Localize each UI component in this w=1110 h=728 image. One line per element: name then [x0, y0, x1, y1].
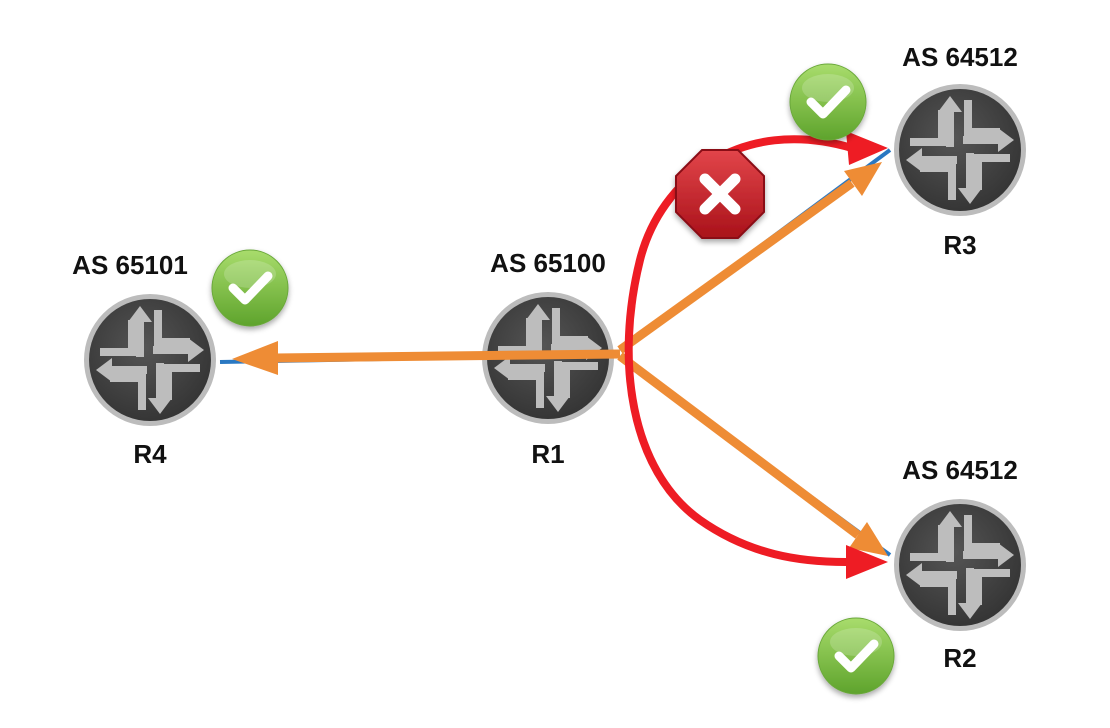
- stop-x-icon: [676, 150, 764, 238]
- router-r4[interactable]: [84, 294, 216, 426]
- r3-as-label: AS 64512: [902, 42, 1018, 72]
- router-r2[interactable]: [894, 499, 1026, 631]
- r1-name-label: R1: [531, 439, 564, 469]
- r4-as-label: AS 65101: [72, 250, 188, 280]
- check-circle-icon: [212, 250, 288, 326]
- router-r3[interactable]: [894, 84, 1026, 216]
- orange-path-r1-to-r2: [617, 352, 888, 556]
- check-circle-icon: [790, 64, 866, 140]
- r4-name-label: R4: [133, 439, 167, 469]
- orange-path-r1-to-r3: [617, 162, 882, 354]
- r1-as-label: AS 65100: [490, 248, 606, 278]
- check-circle-icon: [818, 618, 894, 694]
- r2-name-label: R2: [943, 643, 976, 673]
- r2-as-label: AS 64512: [902, 455, 1018, 485]
- r3-name-label: R3: [943, 230, 976, 260]
- orange-path-r1-to-r4: [232, 341, 621, 375]
